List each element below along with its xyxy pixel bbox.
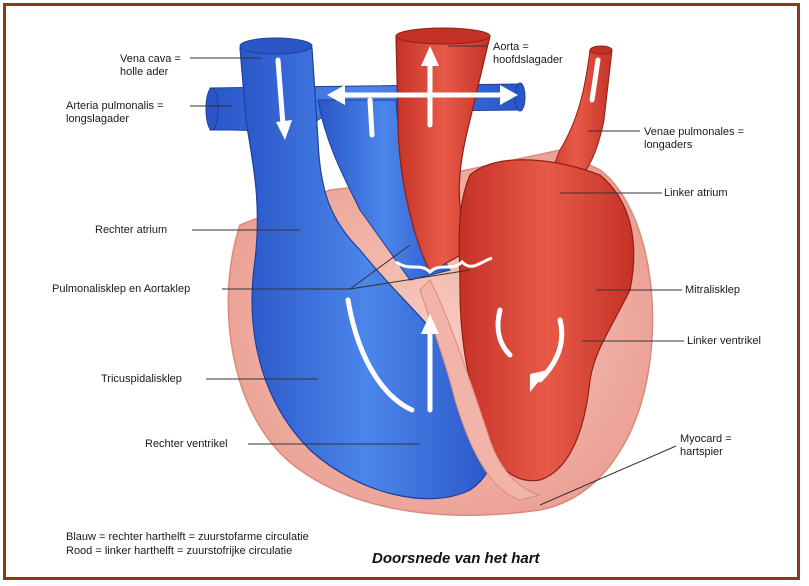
diagram-title: Doorsnede van het hart bbox=[372, 550, 540, 567]
label-myocard-line1: Myocard = bbox=[680, 433, 732, 446]
label-arteria-pulmonalis-line1: Arteria pulmonalis = bbox=[66, 100, 164, 113]
label-vena-cava: Vena cava = holle ader bbox=[120, 53, 181, 79]
label-aorta-line2: hoofdslagader bbox=[493, 54, 563, 67]
label-pulmonalisklep: Pulmonalisklep en Aortaklep bbox=[52, 283, 190, 296]
label-vena-cava-line1: Vena cava = bbox=[120, 53, 181, 66]
label-venae-pulmonales-line1: Venae pulmonales = bbox=[644, 126, 744, 139]
legend-blue: Blauw = rechter harthelft = zuurstofarme… bbox=[66, 530, 309, 544]
label-arteria-pulmonalis-line2: longslagader bbox=[66, 113, 164, 126]
label-venae-pulmonales-line2: longaders bbox=[644, 139, 744, 152]
label-linker-ventrikel: Linker ventrikel bbox=[687, 335, 761, 348]
label-rechter-ventrikel: Rechter ventrikel bbox=[145, 438, 228, 451]
label-aorta: Aorta = hoofdslagader bbox=[493, 41, 563, 67]
legend: Blauw = rechter harthelft = zuurstofarme… bbox=[66, 530, 309, 558]
label-tricuspidalisklep: Tricuspidalisklep bbox=[101, 373, 182, 386]
label-vena-cava-line2: holle ader bbox=[120, 66, 181, 79]
label-arteria-pulmonalis: Arteria pulmonalis = longslagader bbox=[66, 100, 164, 126]
label-aorta-line1: Aorta = bbox=[493, 41, 563, 54]
legend-red: Rood = linker harthelft = zuurstofrijke … bbox=[66, 544, 309, 558]
label-myocard: Myocard = hartspier bbox=[680, 433, 732, 459]
label-linker-atrium: Linker atrium bbox=[664, 187, 728, 200]
label-venae-pulmonales: Venae pulmonales = longaders bbox=[644, 126, 744, 152]
label-rechter-atrium: Rechter atrium bbox=[95, 224, 167, 237]
label-myocard-line2: hartspier bbox=[680, 446, 732, 459]
label-mitralisklep: Mitralisklep bbox=[685, 284, 740, 297]
